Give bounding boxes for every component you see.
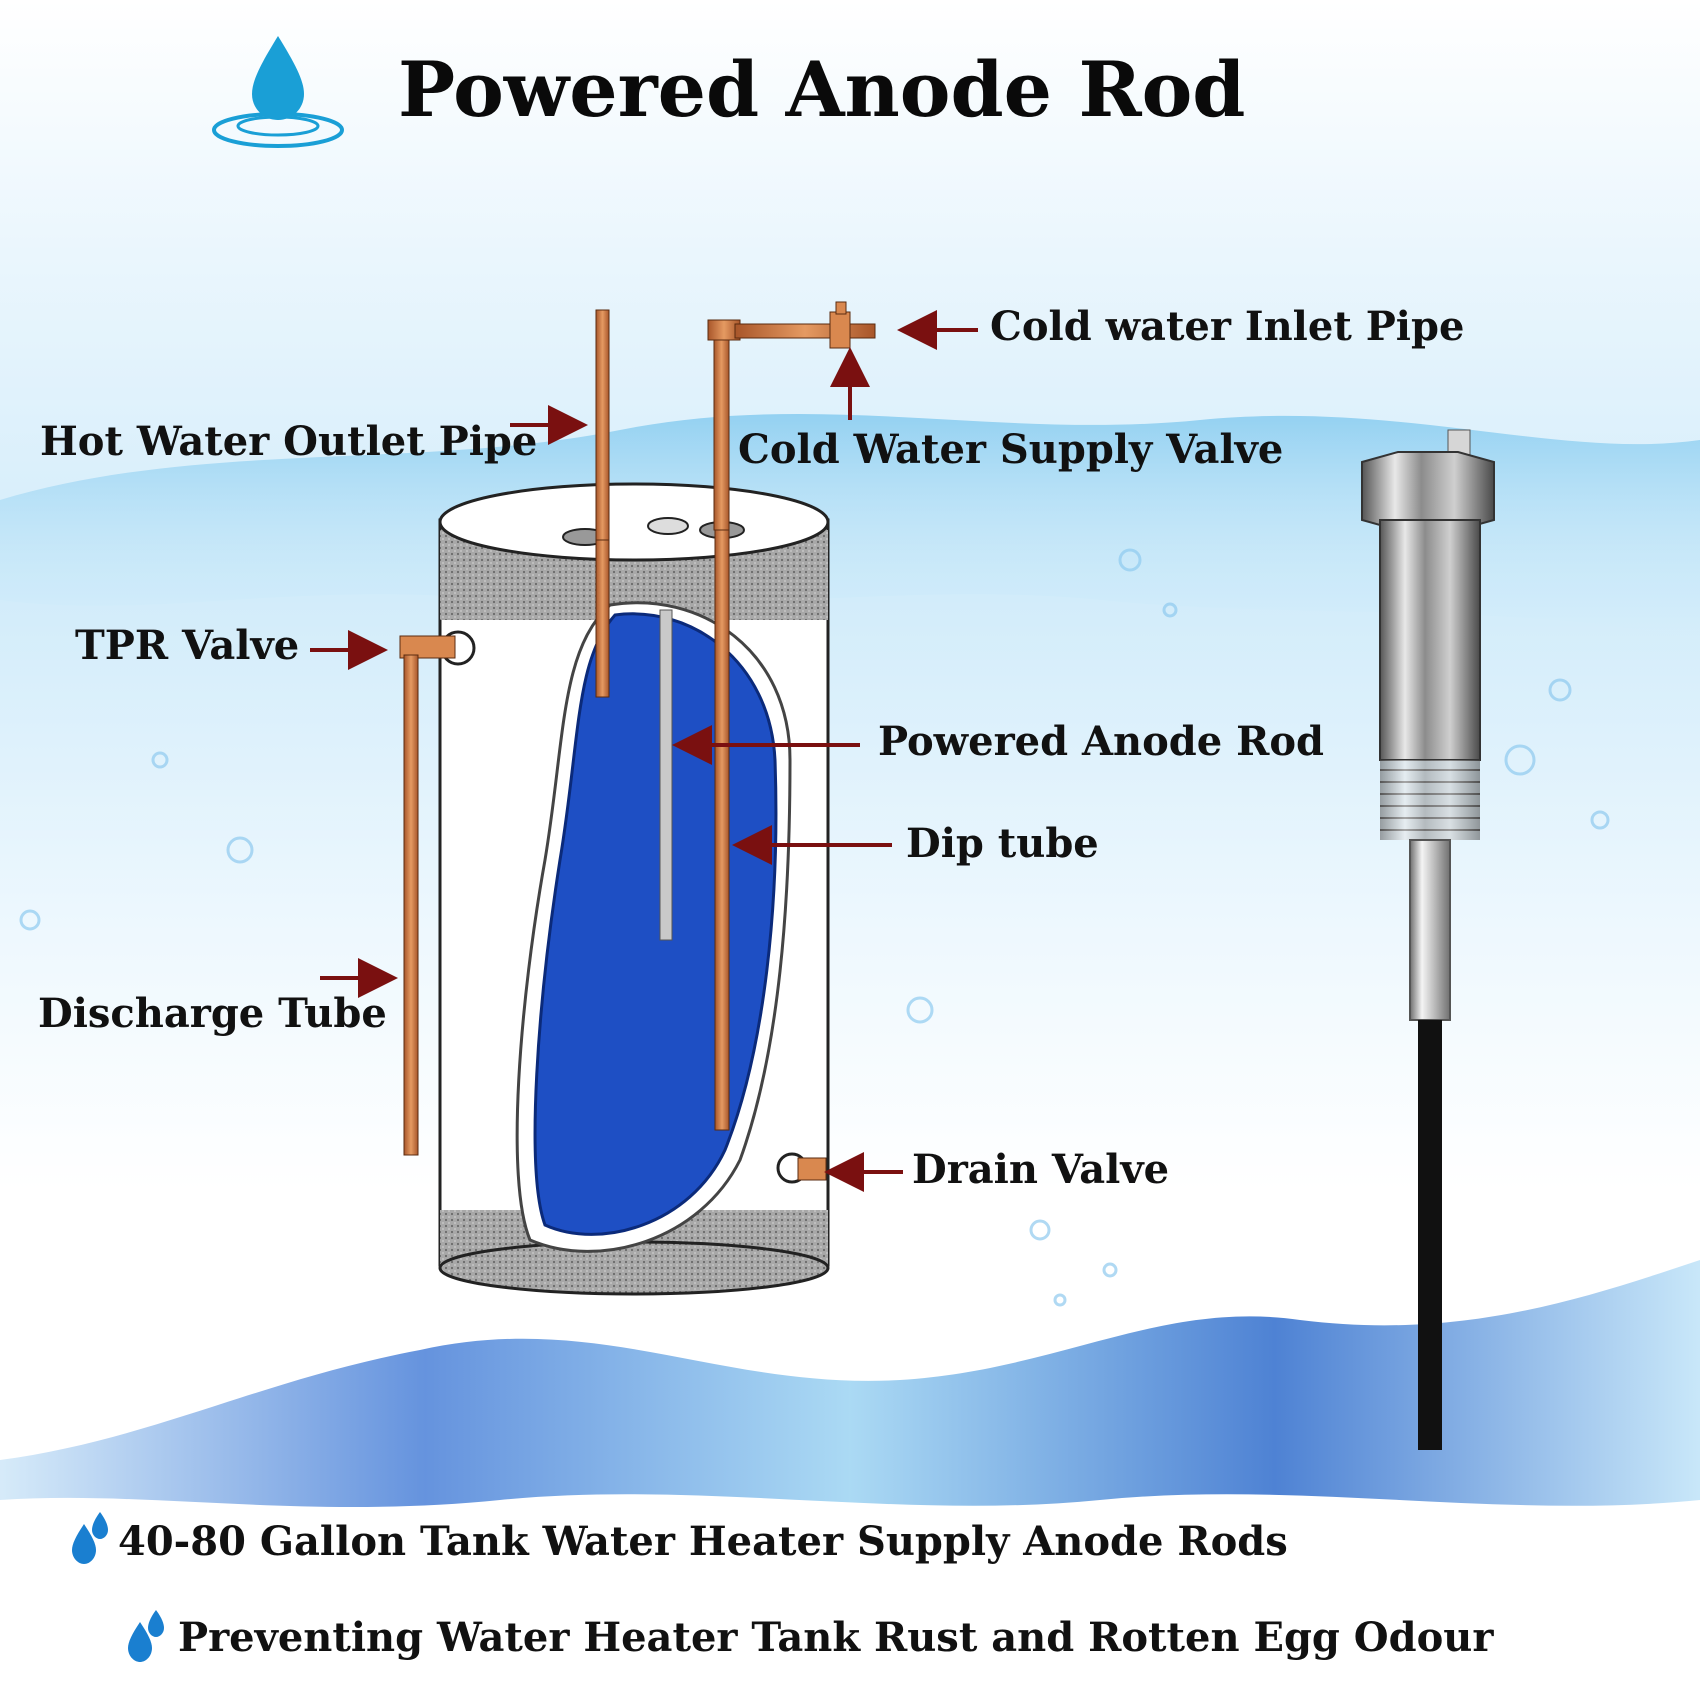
label-cold-water-inlet-pipe: Cold water Inlet Pipe	[990, 303, 1465, 350]
powered-anode-rod-product	[1361, 429, 1495, 1450]
upper-water-wave	[0, 413, 1700, 640]
hot-water-outlet-pipe	[595, 309, 610, 541]
water-splash	[0, 1260, 1700, 1508]
label-tpr-valve: TPR Valve	[75, 622, 300, 669]
label-drain-valve: Drain Valve	[912, 1146, 1170, 1193]
callout-arrows	[310, 310, 978, 1192]
label-cold-water-supply-valve: Cold Water Supply Valve	[738, 426, 1284, 473]
bullet-text-1: 40-80 Gallon Tank Water Heater Supply An…	[118, 1518, 1288, 1565]
tpr-valve	[399, 635, 456, 659]
water-drop-icon	[212, 36, 344, 148]
dip-tube	[714, 529, 730, 1131]
water-droplets-icon	[72, 1512, 164, 1662]
label-hot-water-outlet-pipe: Hot Water Outlet Pipe	[40, 418, 538, 465]
bullet-text-2: Preventing Water Heater Tank Rust and Ro…	[178, 1614, 1494, 1661]
water-heater-tank	[399, 301, 876, 1296]
anode-rod-in-tank	[659, 609, 673, 941]
cold-water-inlet-pipe	[713, 329, 730, 531]
page-title: Powered Anode Rod	[398, 45, 1246, 134]
drain-valve	[797, 1157, 827, 1181]
label-powered-anode-rod: Powered Anode Rod	[878, 718, 1325, 765]
cold-water-supply-valve	[829, 311, 851, 349]
label-discharge-tube: Discharge Tube	[38, 990, 387, 1037]
label-dip-tube: Dip tube	[906, 820, 1099, 867]
discharge-tube	[403, 654, 419, 1156]
water-bubbles	[19, 548, 1610, 1307]
